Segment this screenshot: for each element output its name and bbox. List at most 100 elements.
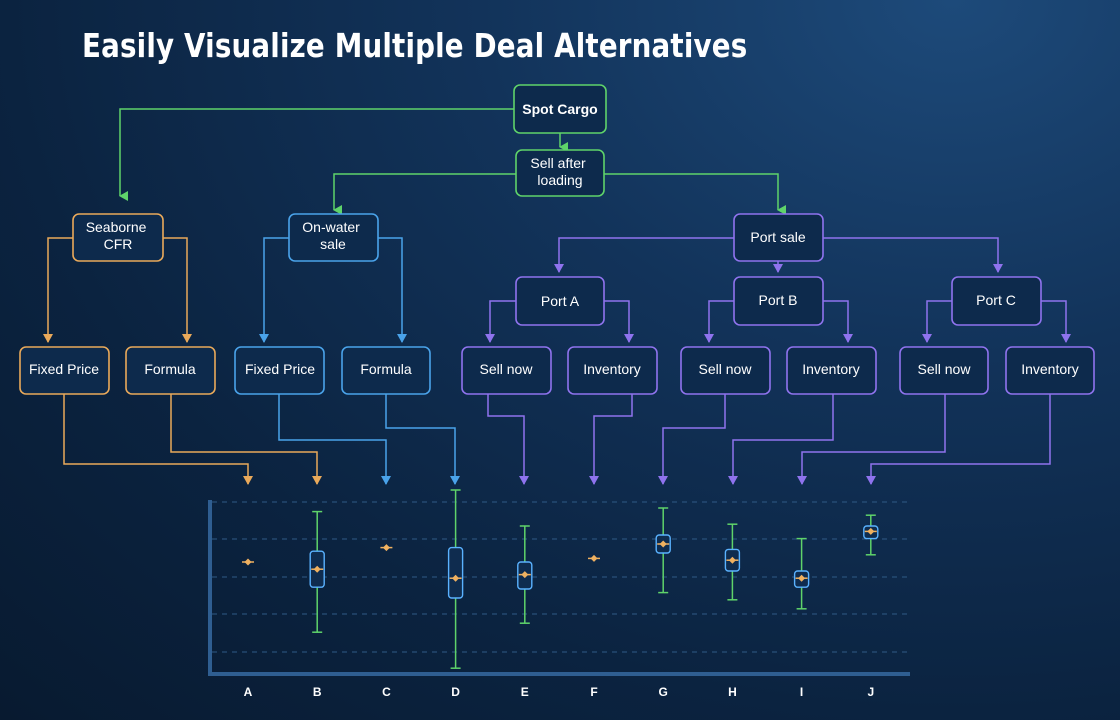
node-seaborne-cfr[interactable]: Seaborne CFR bbox=[72, 213, 164, 262]
box-item-g bbox=[655, 507, 671, 594]
connector-portc-sell bbox=[922, 300, 952, 343]
node-port-a-label: Port A bbox=[541, 293, 580, 309]
x-tick-label: I bbox=[800, 685, 803, 699]
node-sell-after-loading-line2: loading bbox=[537, 172, 582, 188]
connector-leaf-e bbox=[487, 394, 529, 485]
x-tick-label: F bbox=[590, 685, 597, 699]
median-marker bbox=[867, 527, 875, 535]
node-port-c-label: Port C bbox=[976, 292, 1016, 308]
connector-leaf-b bbox=[170, 394, 322, 485]
leaf-label: Sell now bbox=[918, 361, 972, 377]
node-port-sale[interactable]: Port sale bbox=[733, 213, 824, 262]
chart-marks bbox=[242, 489, 879, 669]
box-item-f bbox=[588, 554, 600, 562]
node-on-water-sale-line2: sale bbox=[320, 236, 346, 252]
leaf-porta-inventory[interactable]: Inventory bbox=[567, 346, 658, 395]
box-item-e bbox=[517, 525, 533, 624]
box-item-h bbox=[724, 523, 741, 601]
median-marker bbox=[521, 571, 529, 579]
median-marker bbox=[313, 565, 321, 573]
connector-leaf-i bbox=[797, 394, 946, 485]
connector-portb-sell bbox=[704, 300, 734, 343]
svg-text:Seaborne CFR: Seaborne CFR bbox=[86, 219, 151, 252]
connector-to-on-water bbox=[333, 173, 516, 215]
leaf-label: Sell now bbox=[699, 361, 753, 377]
leaf-seaborne-fixed-price[interactable]: Fixed Price bbox=[19, 346, 110, 395]
leaf-label: Formula bbox=[360, 361, 412, 377]
x-tick-label: A bbox=[244, 685, 253, 699]
svg-text:Sell after loading: Sell after loading bbox=[530, 155, 589, 188]
box-item-b bbox=[309, 510, 325, 633]
iqr-box bbox=[447, 546, 464, 599]
leaf-label: Inventory bbox=[802, 361, 860, 377]
connector-portb-inventory bbox=[823, 300, 853, 343]
box-chart: A B C D E F G H I J bbox=[208, 489, 910, 699]
connector-leaf-j bbox=[866, 394, 1051, 485]
leaf-seaborne-formula[interactable]: Formula bbox=[125, 346, 216, 395]
x-tick-label: B bbox=[313, 685, 322, 699]
leaf-portc-inventory[interactable]: Inventory bbox=[1005, 346, 1095, 395]
connector-port-c bbox=[823, 237, 1003, 273]
connector-porta-inventory bbox=[604, 300, 634, 343]
node-port-c[interactable]: Port C bbox=[951, 276, 1042, 326]
connector-leaf-c bbox=[278, 394, 391, 485]
median-marker bbox=[590, 554, 598, 562]
connector-portc-inventory bbox=[1041, 300, 1071, 343]
median-marker bbox=[728, 556, 736, 564]
node-seaborne-cfr-line1: Seaborne bbox=[86, 219, 147, 235]
box-item-c bbox=[380, 544, 393, 552]
connector-seaborne-formula bbox=[163, 237, 192, 343]
median-marker bbox=[659, 540, 667, 548]
leaf-label: Sell now bbox=[480, 361, 534, 377]
leaf-label: Formula bbox=[144, 361, 196, 377]
node-seaborne-cfr-line2: CFR bbox=[104, 236, 133, 252]
svg-text:On-water sale: On-water sale bbox=[302, 219, 363, 252]
box-item-i bbox=[793, 537, 810, 610]
connectors bbox=[43, 108, 1071, 485]
median-marker bbox=[382, 544, 390, 552]
connector-spot-to-seaborne bbox=[119, 108, 514, 201]
box-item-d bbox=[447, 489, 464, 669]
median-marker bbox=[452, 574, 460, 582]
connector-leaf-g bbox=[658, 394, 726, 485]
leaf-label: Fixed Price bbox=[245, 361, 315, 377]
node-on-water-sale[interactable]: On-water sale bbox=[288, 213, 379, 262]
x-tick-label: D bbox=[451, 685, 460, 699]
median-marker bbox=[244, 558, 252, 566]
node-spot-cargo[interactable]: Spot Cargo bbox=[513, 84, 607, 134]
connector-onwater-formula bbox=[378, 237, 407, 343]
leaf-porta-sell-now[interactable]: Sell now bbox=[461, 346, 552, 395]
x-tick-label: E bbox=[521, 685, 529, 699]
x-tick-label: C bbox=[382, 685, 391, 699]
x-tick-label: J bbox=[867, 685, 874, 699]
leaf-onwater-formula[interactable]: Formula bbox=[341, 346, 431, 395]
connector-onwater-fixed bbox=[259, 237, 289, 343]
node-port-b-label: Port B bbox=[759, 292, 798, 308]
leaf-onwater-fixed-price[interactable]: Fixed Price bbox=[234, 346, 325, 395]
x-tick-label: H bbox=[728, 685, 737, 699]
leaf-portb-inventory[interactable]: Inventory bbox=[786, 346, 877, 395]
connector-port-a bbox=[554, 237, 734, 273]
connector-leaf-f bbox=[589, 394, 633, 485]
node-spot-cargo-label: Spot Cargo bbox=[522, 101, 597, 117]
leaf-portb-sell-now[interactable]: Sell now bbox=[680, 346, 771, 395]
box-item-a bbox=[242, 558, 254, 566]
leaf-label: Inventory bbox=[1021, 361, 1079, 377]
node-port-b[interactable]: Port B bbox=[733, 276, 824, 326]
node-port-a[interactable]: Port A bbox=[515, 276, 605, 326]
node-sell-after-loading[interactable]: Sell after loading bbox=[515, 149, 605, 197]
chart-x-labels: A B C D E F G H I J bbox=[244, 685, 874, 699]
node-port-sale-label: Port sale bbox=[750, 229, 805, 245]
box-item-j bbox=[863, 514, 879, 556]
connector-seaborne-fixed bbox=[43, 237, 73, 343]
chart-grid bbox=[212, 501, 910, 653]
chart-axes bbox=[208, 500, 910, 676]
connector-to-port-sale bbox=[604, 173, 786, 215]
node-sell-after-loading-line1: Sell after bbox=[530, 155, 586, 171]
node-on-water-sale-line1: On-water bbox=[302, 219, 360, 235]
x-tick-label: G bbox=[659, 685, 668, 699]
connector-porta-sell bbox=[485, 300, 516, 343]
leaf-portc-sell-now[interactable]: Sell now bbox=[899, 346, 989, 395]
connector-leaf-d bbox=[385, 394, 460, 485]
